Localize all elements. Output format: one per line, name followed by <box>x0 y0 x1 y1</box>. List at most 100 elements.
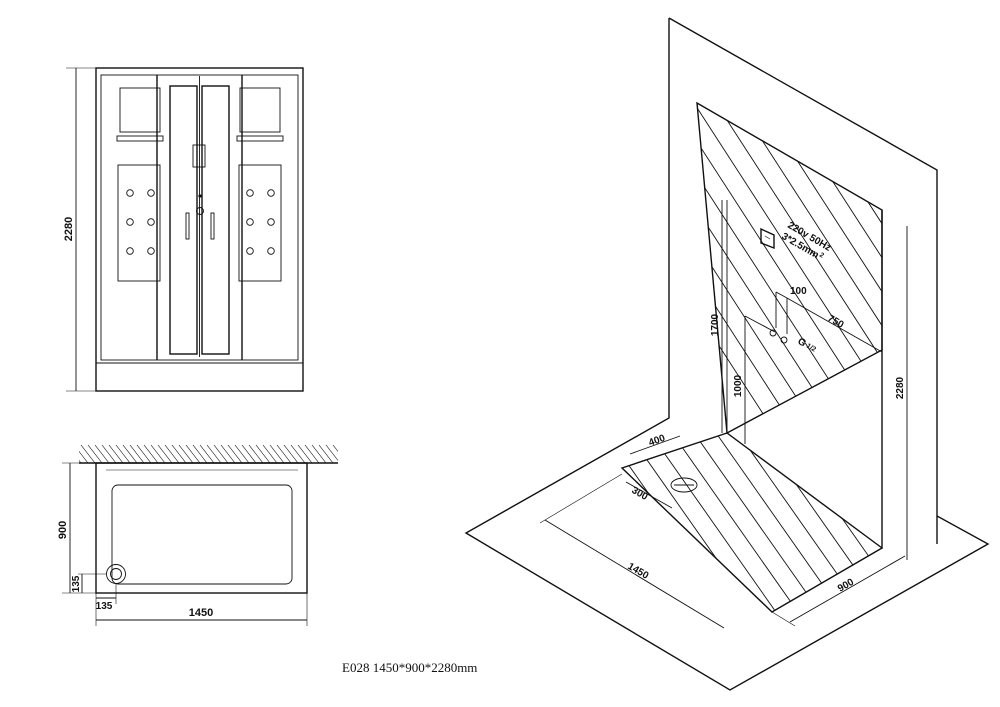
hatch-line <box>234 445 250 463</box>
hatch-line <box>290 445 306 463</box>
dim-100-line <box>775 291 788 299</box>
label-400: 400 <box>647 433 667 449</box>
dim-400-line <box>629 435 681 455</box>
hatch-line <box>269 445 285 463</box>
hatch-line <box>318 445 334 463</box>
dim-extension <box>539 473 623 524</box>
left-jet-icon <box>147 189 155 197</box>
label-900: 900 <box>836 577 856 595</box>
label-1450: 1450 <box>626 561 651 582</box>
plan-view: 900 135 135 1450 <box>57 445 361 626</box>
hatch-line <box>276 445 292 463</box>
front-outline <box>95 67 304 392</box>
room-outline <box>464 17 990 691</box>
plan-width-label: 1450 <box>189 607 213 619</box>
dim-1000-top <box>744 315 776 333</box>
hatch-line <box>757 433 882 612</box>
right-jet-panel <box>238 164 282 282</box>
hatch-line <box>283 445 299 463</box>
door-right <box>201 85 230 355</box>
left-jet-icon <box>147 218 155 226</box>
handle-right-icon <box>210 212 215 240</box>
control-panel-icon <box>192 144 206 168</box>
floor-diagonal-hatch <box>622 433 882 612</box>
valve-icon <box>769 329 777 337</box>
front-height-label: 2280 <box>63 217 75 241</box>
hatch-line <box>332 445 338 452</box>
hatch-line <box>867 103 882 433</box>
plan-depth-label: 900 <box>57 521 69 539</box>
hatch-line <box>890 100 1000 440</box>
hatch-line <box>60 445 74 463</box>
hatch-line <box>206 445 222 463</box>
hatch-line <box>845 103 882 433</box>
right-jet-icon <box>267 247 275 255</box>
hatch-line <box>255 445 271 463</box>
hatch-line <box>340 445 354 463</box>
hatch-line <box>697 103 803 433</box>
hatch-line <box>192 445 208 463</box>
left-jet-panel <box>117 164 161 282</box>
hatch-line <box>220 445 236 463</box>
hatch-line <box>129 445 145 463</box>
hatch-line <box>136 445 152 463</box>
hatch-line <box>150 445 166 463</box>
hatch-line <box>779 103 882 433</box>
drain-inner-icon <box>110 568 122 580</box>
label-750: 750 <box>826 313 846 331</box>
left-shelf <box>116 135 164 142</box>
hatch-line <box>647 433 779 612</box>
right-mirror <box>239 87 281 133</box>
dim-extension <box>771 611 796 627</box>
right-jet-icon <box>267 189 275 197</box>
isometric-view: 220v 50Hz 3*2.5mm 2 1700 1000 100 750 G … <box>464 17 1000 691</box>
hatch-line <box>622 433 691 612</box>
left-mirror <box>119 87 161 133</box>
hatch-line <box>325 445 338 461</box>
left-jet-icon <box>126 189 134 197</box>
power-spec-exponent: 2 <box>818 252 825 260</box>
hatch-line <box>823 103 882 433</box>
hatch-line <box>80 445 96 463</box>
dim-300-line <box>625 481 673 509</box>
hatch-line <box>304 445 320 463</box>
hatch-line <box>164 445 180 463</box>
hatch-line <box>697 103 825 433</box>
dim-750-line <box>786 297 883 353</box>
hatch-line <box>79 450 89 463</box>
hatch-line <box>697 103 869 433</box>
hatch-line <box>347 445 361 463</box>
label-1000: 1000 <box>733 374 744 397</box>
hatch-line <box>213 445 229 463</box>
hatch-line <box>691 433 823 612</box>
hatch-line <box>622 433 713 612</box>
hatch-line <box>94 445 110 463</box>
shower-dot-icon <box>198 194 202 198</box>
hatch-line <box>735 103 882 433</box>
door-left <box>169 85 198 355</box>
valve-icon <box>780 336 788 344</box>
label-300: 300 <box>630 485 650 503</box>
hatch-line <box>79 459 82 463</box>
drain-offset-y-label: 135 <box>71 575 82 592</box>
right-jet-icon <box>246 247 254 255</box>
wall-hatch <box>60 445 361 463</box>
label-2280: 2280 <box>895 376 906 399</box>
pipe-subscript: 1/2 <box>805 343 817 354</box>
hatch-line <box>178 445 194 463</box>
right-shelf <box>236 135 284 142</box>
hatch-line <box>185 445 201 463</box>
label-100: 100 <box>790 286 807 297</box>
hatch-line <box>122 445 138 463</box>
tray-inner <box>111 484 293 585</box>
hatch-line <box>157 445 173 463</box>
handle-left-icon <box>185 212 190 240</box>
wall-hatch-area <box>696 101 883 435</box>
dim-1450-line <box>544 519 725 629</box>
hatch-line <box>171 445 187 463</box>
left-jet-icon <box>147 247 155 255</box>
drain-icon <box>106 564 126 584</box>
hatch-line <box>311 445 327 463</box>
